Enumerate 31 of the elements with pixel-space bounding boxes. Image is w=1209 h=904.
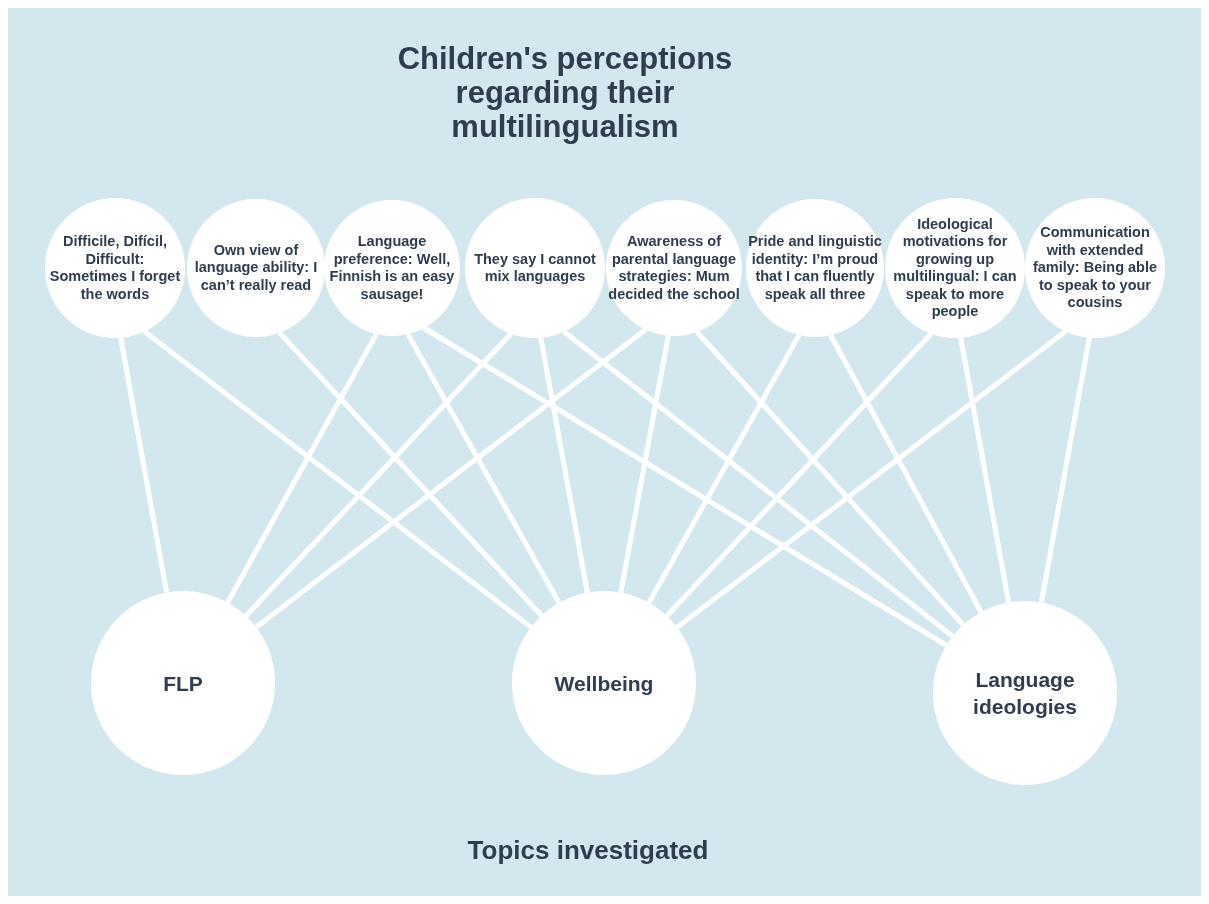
connector-line [828,334,984,614]
circle-label: Pride and linguistic identity: I’m proud that I can fluently speak all three [747,233,883,303]
connector-line [675,329,1068,630]
connector-line [142,329,533,630]
connector-line [665,332,933,618]
circle-label: FLP [162,670,204,697]
connector-line [118,337,170,593]
connector-line [958,337,1012,603]
circle-label: Communication with extended family: Being able to speak to your cousins [1031,224,1159,312]
caption-text: Topics investigated [467,834,709,866]
connector-line [562,329,955,639]
connector-line [405,332,562,605]
connector-line [538,337,590,593]
circle-label: Language preference: Well, Finnish is an easy sausage! [328,233,456,303]
connector-line [225,332,379,604]
connector-line [422,325,948,648]
diagram-title: Children's perceptions regarding their multilingualism [396,42,734,144]
circle-label: Awareness of parental language strategies: Mum decided the school [607,233,741,303]
connector-line [277,331,544,618]
connector-line [1038,337,1092,603]
connector-line [695,330,965,627]
circle-label: Ideological motivations for growing up multilingual: I can speak to more people [892,215,1018,321]
connector-line [254,327,647,630]
circle-label: Difficile, Difícil, Difficult: Sometimes I forget the words [48,233,182,303]
connector-line [646,333,802,604]
connector-line [244,332,513,618]
circle-label: Own view of language ability: I can’t really read [193,241,319,295]
circle-label: They say I cannot mix languages [473,250,597,286]
circle-label: Language ideologies [972,667,1078,720]
circle-label: Wellbeing [553,670,655,697]
connector-line [618,335,671,593]
